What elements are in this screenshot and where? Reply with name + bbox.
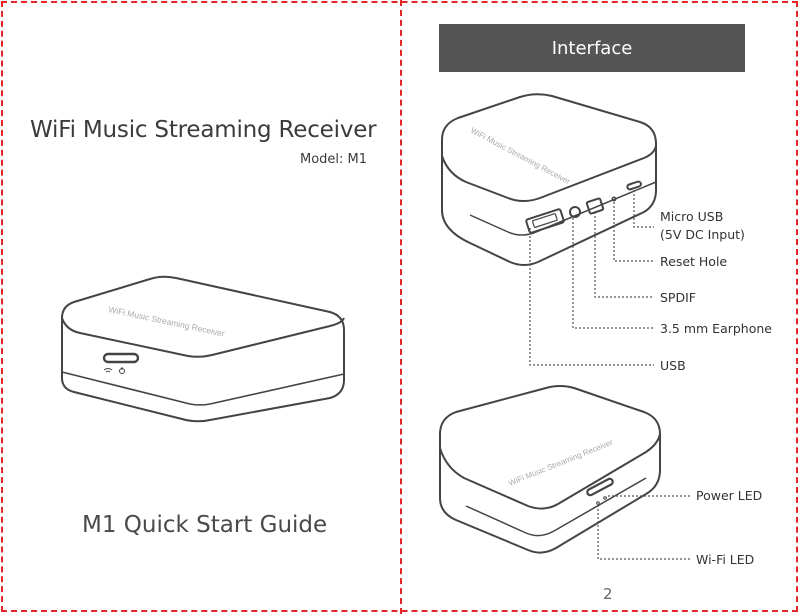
cover-model: Model: M1: [300, 152, 368, 167]
led-leader-lines: [597, 495, 692, 560]
label-micro-usb-input: (5V DC Input): [660, 227, 745, 242]
interface-device-leds-illustration: WiFi Music Streaming Receiver: [439, 385, 661, 554]
cover-title: WiFi Music Streaming Receiver: [30, 117, 377, 143]
cover-guide-title: M1 Quick Start Guide: [82, 512, 328, 538]
label-power-led: Power LED: [696, 488, 763, 503]
page-number: 2: [603, 585, 613, 603]
label-wifi-led: Wi-Fi LED: [696, 552, 755, 567]
power-icon: [119, 367, 125, 374]
label-micro-usb: Micro USB: [660, 209, 724, 224]
page-divider: [400, 0, 402, 614]
label-earphone: 3.5 mm Earphone: [660, 321, 772, 336]
interface-header-label: Interface: [551, 37, 633, 59]
interface-header: Interface: [439, 24, 745, 72]
label-spdif: SPDIF: [660, 290, 696, 305]
label-usb: USB: [660, 358, 686, 373]
label-reset-hole: Reset Hole: [660, 254, 728, 269]
port-leader-lines: [529, 190, 654, 366]
interface-device-ports-illustration: WiFi Music Streaming Receiver: [441, 93, 657, 266]
wifi-icon: [103, 368, 113, 373]
cover-device-illustration: WiFi Music Streaming Receiver: [61, 275, 345, 423]
